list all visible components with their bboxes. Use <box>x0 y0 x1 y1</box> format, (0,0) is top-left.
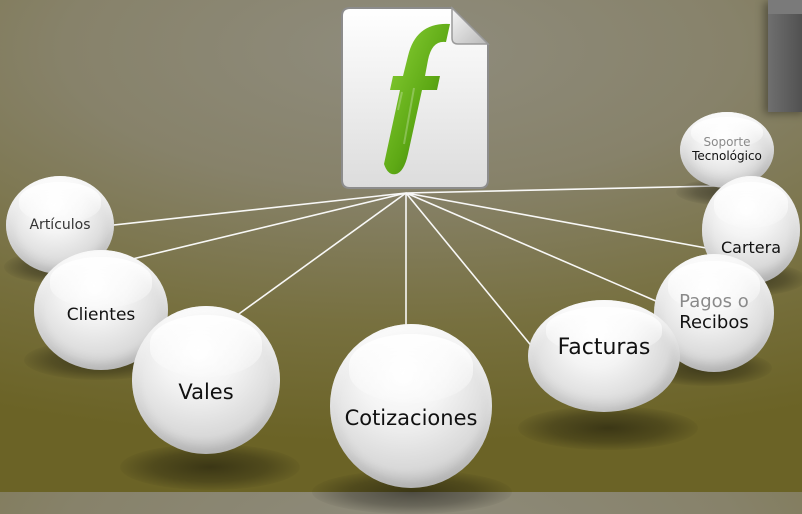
node-soporte-line2: Tecnológico <box>692 149 762 163</box>
node-articulos-label: Artículos <box>29 216 91 233</box>
node-soporte-line1: Soporte <box>703 135 751 150</box>
node-vales[interactable]: Vales <box>132 306 280 454</box>
node-facturas-label: Facturas <box>557 335 651 361</box>
node-facturas[interactable]: Facturas <box>528 300 680 412</box>
connector-pagos <box>405 192 673 309</box>
connector-articulos <box>95 192 407 228</box>
node-clientes-label: Clientes <box>66 305 136 326</box>
shadow-facturas <box>518 406 698 450</box>
node-cotizaciones-label: Cotizaciones <box>344 405 478 430</box>
node-vales-label: Vales <box>178 379 234 404</box>
node-cotizaciones[interactable]: Cotizaciones <box>330 324 492 488</box>
node-cartera-label: Cartera <box>720 237 782 257</box>
connector-cartera <box>405 192 729 253</box>
green-f-document-icon <box>341 6 490 189</box>
connector-clientes <box>119 192 407 263</box>
connector-soporte <box>405 185 717 194</box>
node-pagos-line2: Recibos <box>679 312 749 333</box>
app-document-icon[interactable] <box>340 4 490 190</box>
corner-panel <box>768 0 802 112</box>
node-pagos-line1: Pagos o <box>679 291 749 313</box>
node-soporte-tecnologico[interactable]: Soporte Tecnológico <box>680 112 774 188</box>
connector-facturas <box>405 192 539 355</box>
connector-vales <box>235 192 407 317</box>
connector-lines <box>0 0 802 492</box>
